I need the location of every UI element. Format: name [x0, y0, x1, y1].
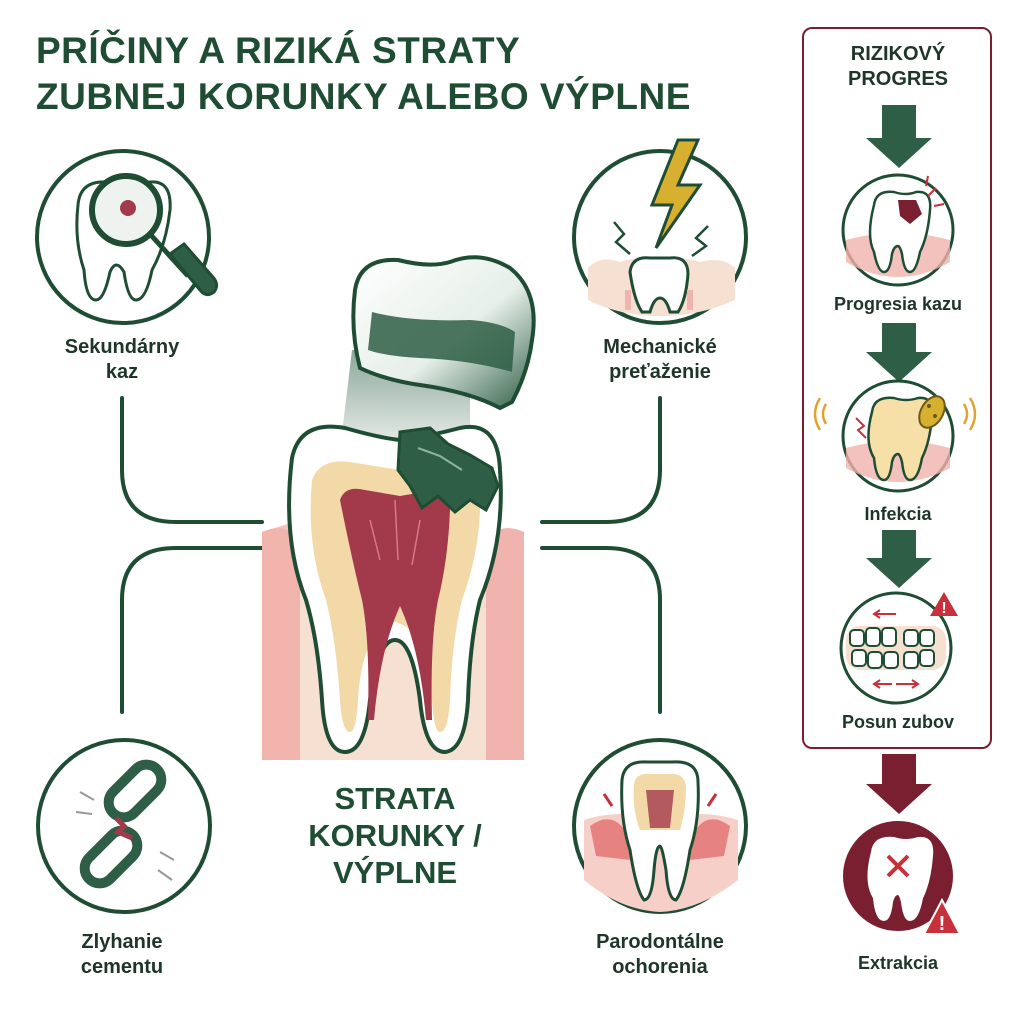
risk-progress-panel [802, 27, 992, 749]
step-label-infekcia: Infekcia [864, 504, 932, 524]
cause-label-sekundarny-kaz: Sekundárny kaz [64, 336, 180, 383]
progress-arrows [866, 105, 932, 814]
title-line-1: PRÍČINY A RIZIKÁ STRATY [36, 30, 521, 71]
connector-lines [120, 396, 662, 714]
step-label-extrakcia: Extrakcia [857, 953, 939, 973]
magnifier-caries-icon [35, 149, 219, 325]
central-tooth-illustration [262, 255, 536, 760]
cause-label-zlyhanie-cementu: Zlyhanie cementu [80, 931, 164, 978]
cause-label-mechanicke-pretazenie: Mechanické preťaženie [603, 336, 717, 383]
center-label: STRATA KORUNKY / VÝPLNE [308, 781, 482, 890]
shifting-teeth-icon: ! [839, 591, 958, 705]
page-title: PRÍČINY A RIZIKÁ STRATY ZUBNEJ KORUNKY A… [36, 28, 776, 120]
svg-text:!: ! [941, 600, 946, 617]
risk-progress-title: RIZIKOVÝ PROGRES [847, 43, 949, 90]
lightning-bite-icon [572, 138, 748, 325]
extraction-tooth-icon: ! [843, 821, 962, 935]
step-label-posun-zubov: Posun zubov [842, 712, 954, 732]
broken-chain-icon [36, 738, 212, 914]
decayed-tooth-icon [841, 173, 955, 287]
title-line-2: ZUBNEJ KORUNKY ALEBO VÝPLNE [36, 76, 691, 117]
cause-label-parodontalne-ochorenia: Parodontálne ochorenia [596, 931, 724, 978]
step-label-progresia-kazu: Progresia kazu [833, 294, 963, 314]
infected-tooth-icon [813, 379, 977, 493]
inflamed-gum-tooth-icon [572, 738, 748, 914]
svg-text:!: ! [939, 913, 946, 935]
